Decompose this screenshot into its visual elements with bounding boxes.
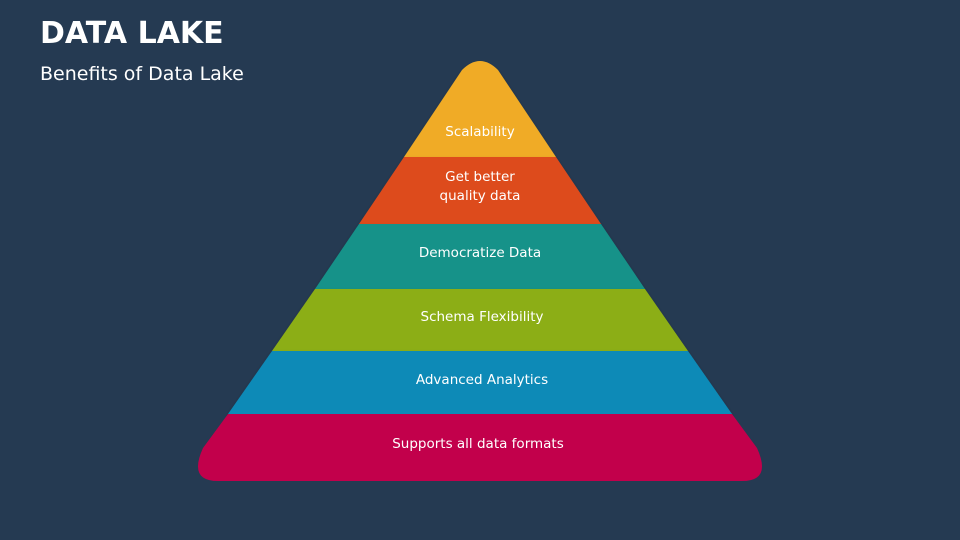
- pyramid-tier-5: [228, 351, 732, 414]
- pyramid-tier-4: [272, 289, 688, 351]
- tier-label-democratize-data: Democratize Data: [418, 245, 542, 261]
- pyramid-tier-1: [404, 61, 556, 157]
- tier-label-supports-all-formats: Supports all data formats: [392, 436, 564, 452]
- tier-label-scalability: Scalability: [445, 124, 515, 140]
- slide-title: DATA LAKE: [40, 16, 224, 51]
- tier-label-schema-flexibility: Schema Flexibility: [420, 309, 544, 325]
- slide-subtitle: Benefits of Data Lake: [40, 63, 244, 85]
- pyramid-tier-3: [315, 224, 645, 289]
- pyramid-tier-6: [198, 414, 762, 481]
- tier-label-quality-data: Get better quality data: [439, 169, 521, 204]
- pyramid-tier-2: [359, 157, 601, 224]
- tier-label-advanced-analytics: Advanced Analytics: [415, 372, 549, 388]
